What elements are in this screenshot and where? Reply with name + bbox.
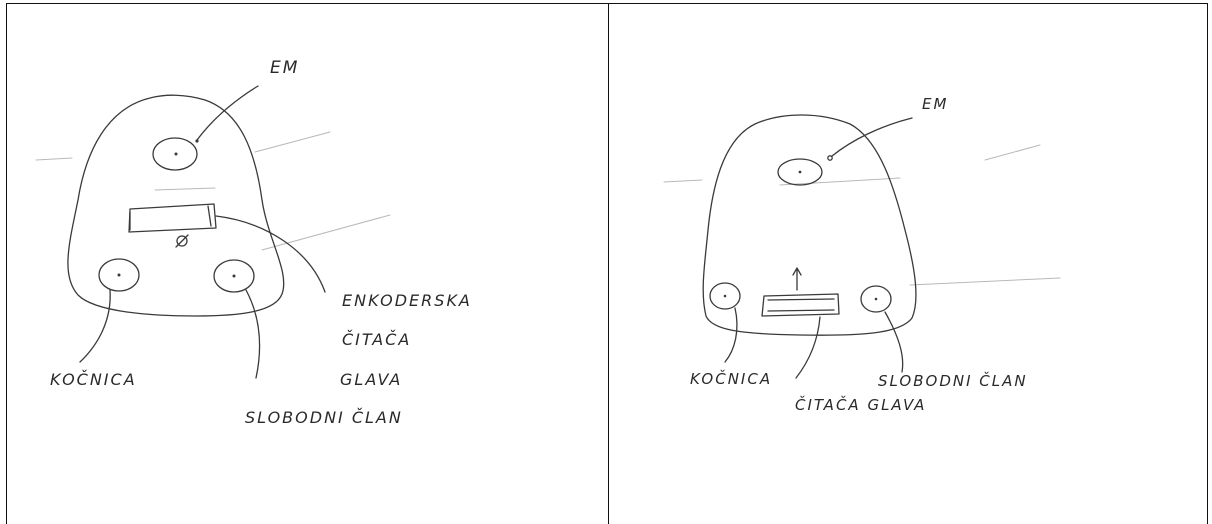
em-pointer-dot [827, 155, 833, 161]
free-member-circle [860, 285, 892, 313]
encoder-head-rect [128, 203, 217, 233]
brake-label: KOČNICA [690, 369, 772, 388]
em-label: EM [922, 95, 948, 113]
em-pointer-dot [195, 139, 199, 143]
right-sketch: EM KOČNICA SLOBODNI ČLAN ČITAČA GLAVA [663, 95, 1061, 414]
em-label: EM [270, 58, 299, 78]
free-member-label: SLOBODNI ČLAN [245, 408, 403, 427]
faint-stroke [779, 177, 901, 186]
faint-stroke [909, 277, 1061, 286]
em-circle [152, 137, 198, 171]
brake-leader-line [724, 307, 738, 363]
em-leader-line [196, 85, 259, 141]
reader-head-rect [761, 293, 840, 317]
faint-stroke [984, 144, 1041, 161]
encoder-leader-line [215, 215, 326, 293]
brake-circle [98, 258, 140, 292]
crossed-circle-symbol [176, 235, 188, 247]
left-sketch: EM ENKODERSKA ČITAČA GLAVA KOČNICA SLOBO… [35, 58, 472, 427]
device-body-outline [67, 94, 285, 317]
faint-stroke [663, 179, 703, 183]
encoder-label-line2: ČITAČA [342, 330, 411, 349]
free-member-center-dot [232, 274, 236, 278]
free-member-leader-line [245, 289, 261, 379]
faint-stroke [154, 187, 216, 191]
faint-stroke [261, 214, 391, 251]
em-circle [777, 158, 823, 186]
free-member-circle [213, 259, 255, 293]
free-member-label: SLOBODNI ČLAN [878, 371, 1028, 390]
device-body-outline [702, 114, 917, 336]
em-leader-line [831, 117, 913, 157]
free-member-center-dot [874, 297, 878, 301]
crossed-circle-line [175, 234, 189, 248]
free-member-leader-line [884, 311, 904, 373]
encoder-label-line3: GLAVA [340, 370, 402, 389]
brake-circle [709, 282, 741, 310]
brake-label: KOČNICA [50, 370, 137, 389]
brake-center-dot [723, 294, 727, 298]
brake-leader-line [79, 289, 111, 363]
direction-arrow [792, 267, 802, 291]
em-center-dot [174, 152, 178, 156]
reader-head-shade [767, 298, 835, 312]
reader-leader-line [795, 316, 821, 379]
brake-center-dot [117, 273, 121, 277]
faint-stroke [35, 157, 73, 161]
encoder-head-shade [129, 205, 212, 231]
em-center-dot [798, 170, 802, 174]
diagram-table [6, 3, 1208, 524]
reader-label: ČITAČA GLAVA [795, 395, 926, 414]
encoder-label-line1: ENKODERSKA [342, 291, 472, 310]
faint-stroke [254, 131, 331, 153]
table-divider [608, 3, 609, 524]
